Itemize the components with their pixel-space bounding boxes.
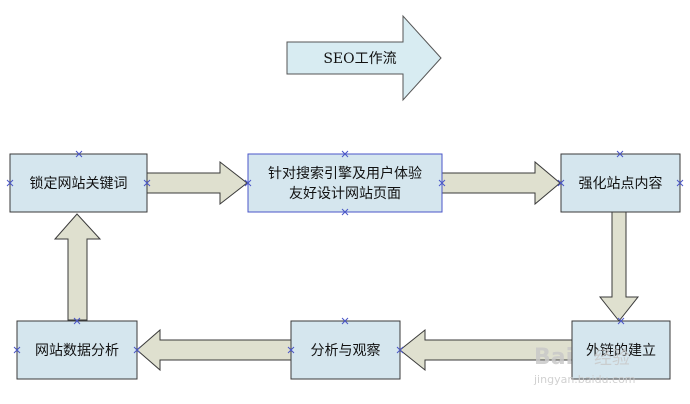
node-page-design[interactable]: 针对搜索引擎及用户体验 友好设计网站页面	[247, 153, 443, 213]
node-content-label: 强化站点内容	[579, 175, 663, 192]
arrow-data-to-keywords	[53, 213, 102, 321]
node-keywords-label: 锁定网站关键词	[30, 176, 128, 192]
node-page-design-line2: 友好设计网站页面	[289, 186, 401, 202]
node-page-design-line1: 针对搜索引擎及用户体验	[268, 165, 422, 182]
arrow-keywords-to-design	[146, 160, 248, 206]
node-keywords[interactable]: 锁定网站关键词	[9, 153, 148, 213]
watermark-brand: Bai	[534, 345, 573, 370]
connection-handles	[6, 150, 684, 354]
watermark: Bai 经验 jingyan.baidu.com	[533, 345, 636, 386]
node-observe-label: 分析与观察	[311, 342, 381, 359]
node-data-analysis[interactable]: 网站数据分析	[16, 320, 138, 380]
node-content[interactable]: 强化站点内容	[560, 153, 681, 213]
watermark-brand-suffix: 经验	[594, 348, 630, 369]
node-observe[interactable]: 分析与观察	[290, 320, 401, 380]
node-data-analysis-label: 网站数据分析	[35, 343, 119, 359]
arrow-content-to-links	[598, 211, 640, 322]
arrow-observe-to-data	[136, 328, 292, 372]
diagram-title: SEO工作流	[323, 51, 396, 67]
node-links-label: 外链的建立	[586, 343, 656, 359]
title-arrow: SEO工作流	[286, 14, 442, 102]
node-links[interactable]: 外链的建立	[571, 320, 671, 380]
watermark-url: jingyan.baidu.com	[533, 373, 636, 386]
arrow-links-to-observe	[399, 328, 573, 372]
arrow-design-to-content	[441, 160, 561, 206]
